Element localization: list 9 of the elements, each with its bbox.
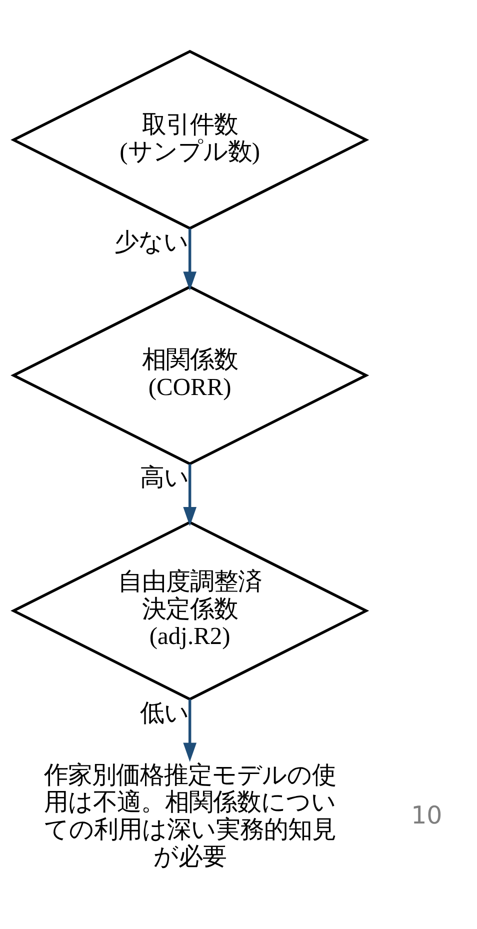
label: 10 [411, 800, 442, 830]
arrow [183, 464, 197, 526]
node-text: 作家別価格推定モデルの使用は不適。相関係数についての利用は深い実務的知見が必要 [44, 762, 336, 870]
node-diamond: 自由度調整済決定係数 (adj.R2) [10, 520, 370, 701]
arrow [183, 699, 197, 762]
node-diamond: 相関係数 (CORR) [10, 285, 370, 466]
node-diamond: 取引件数 (サンプル数) [10, 50, 370, 230]
arrow [183, 228, 197, 291]
edge-label: 低い [140, 698, 190, 728]
